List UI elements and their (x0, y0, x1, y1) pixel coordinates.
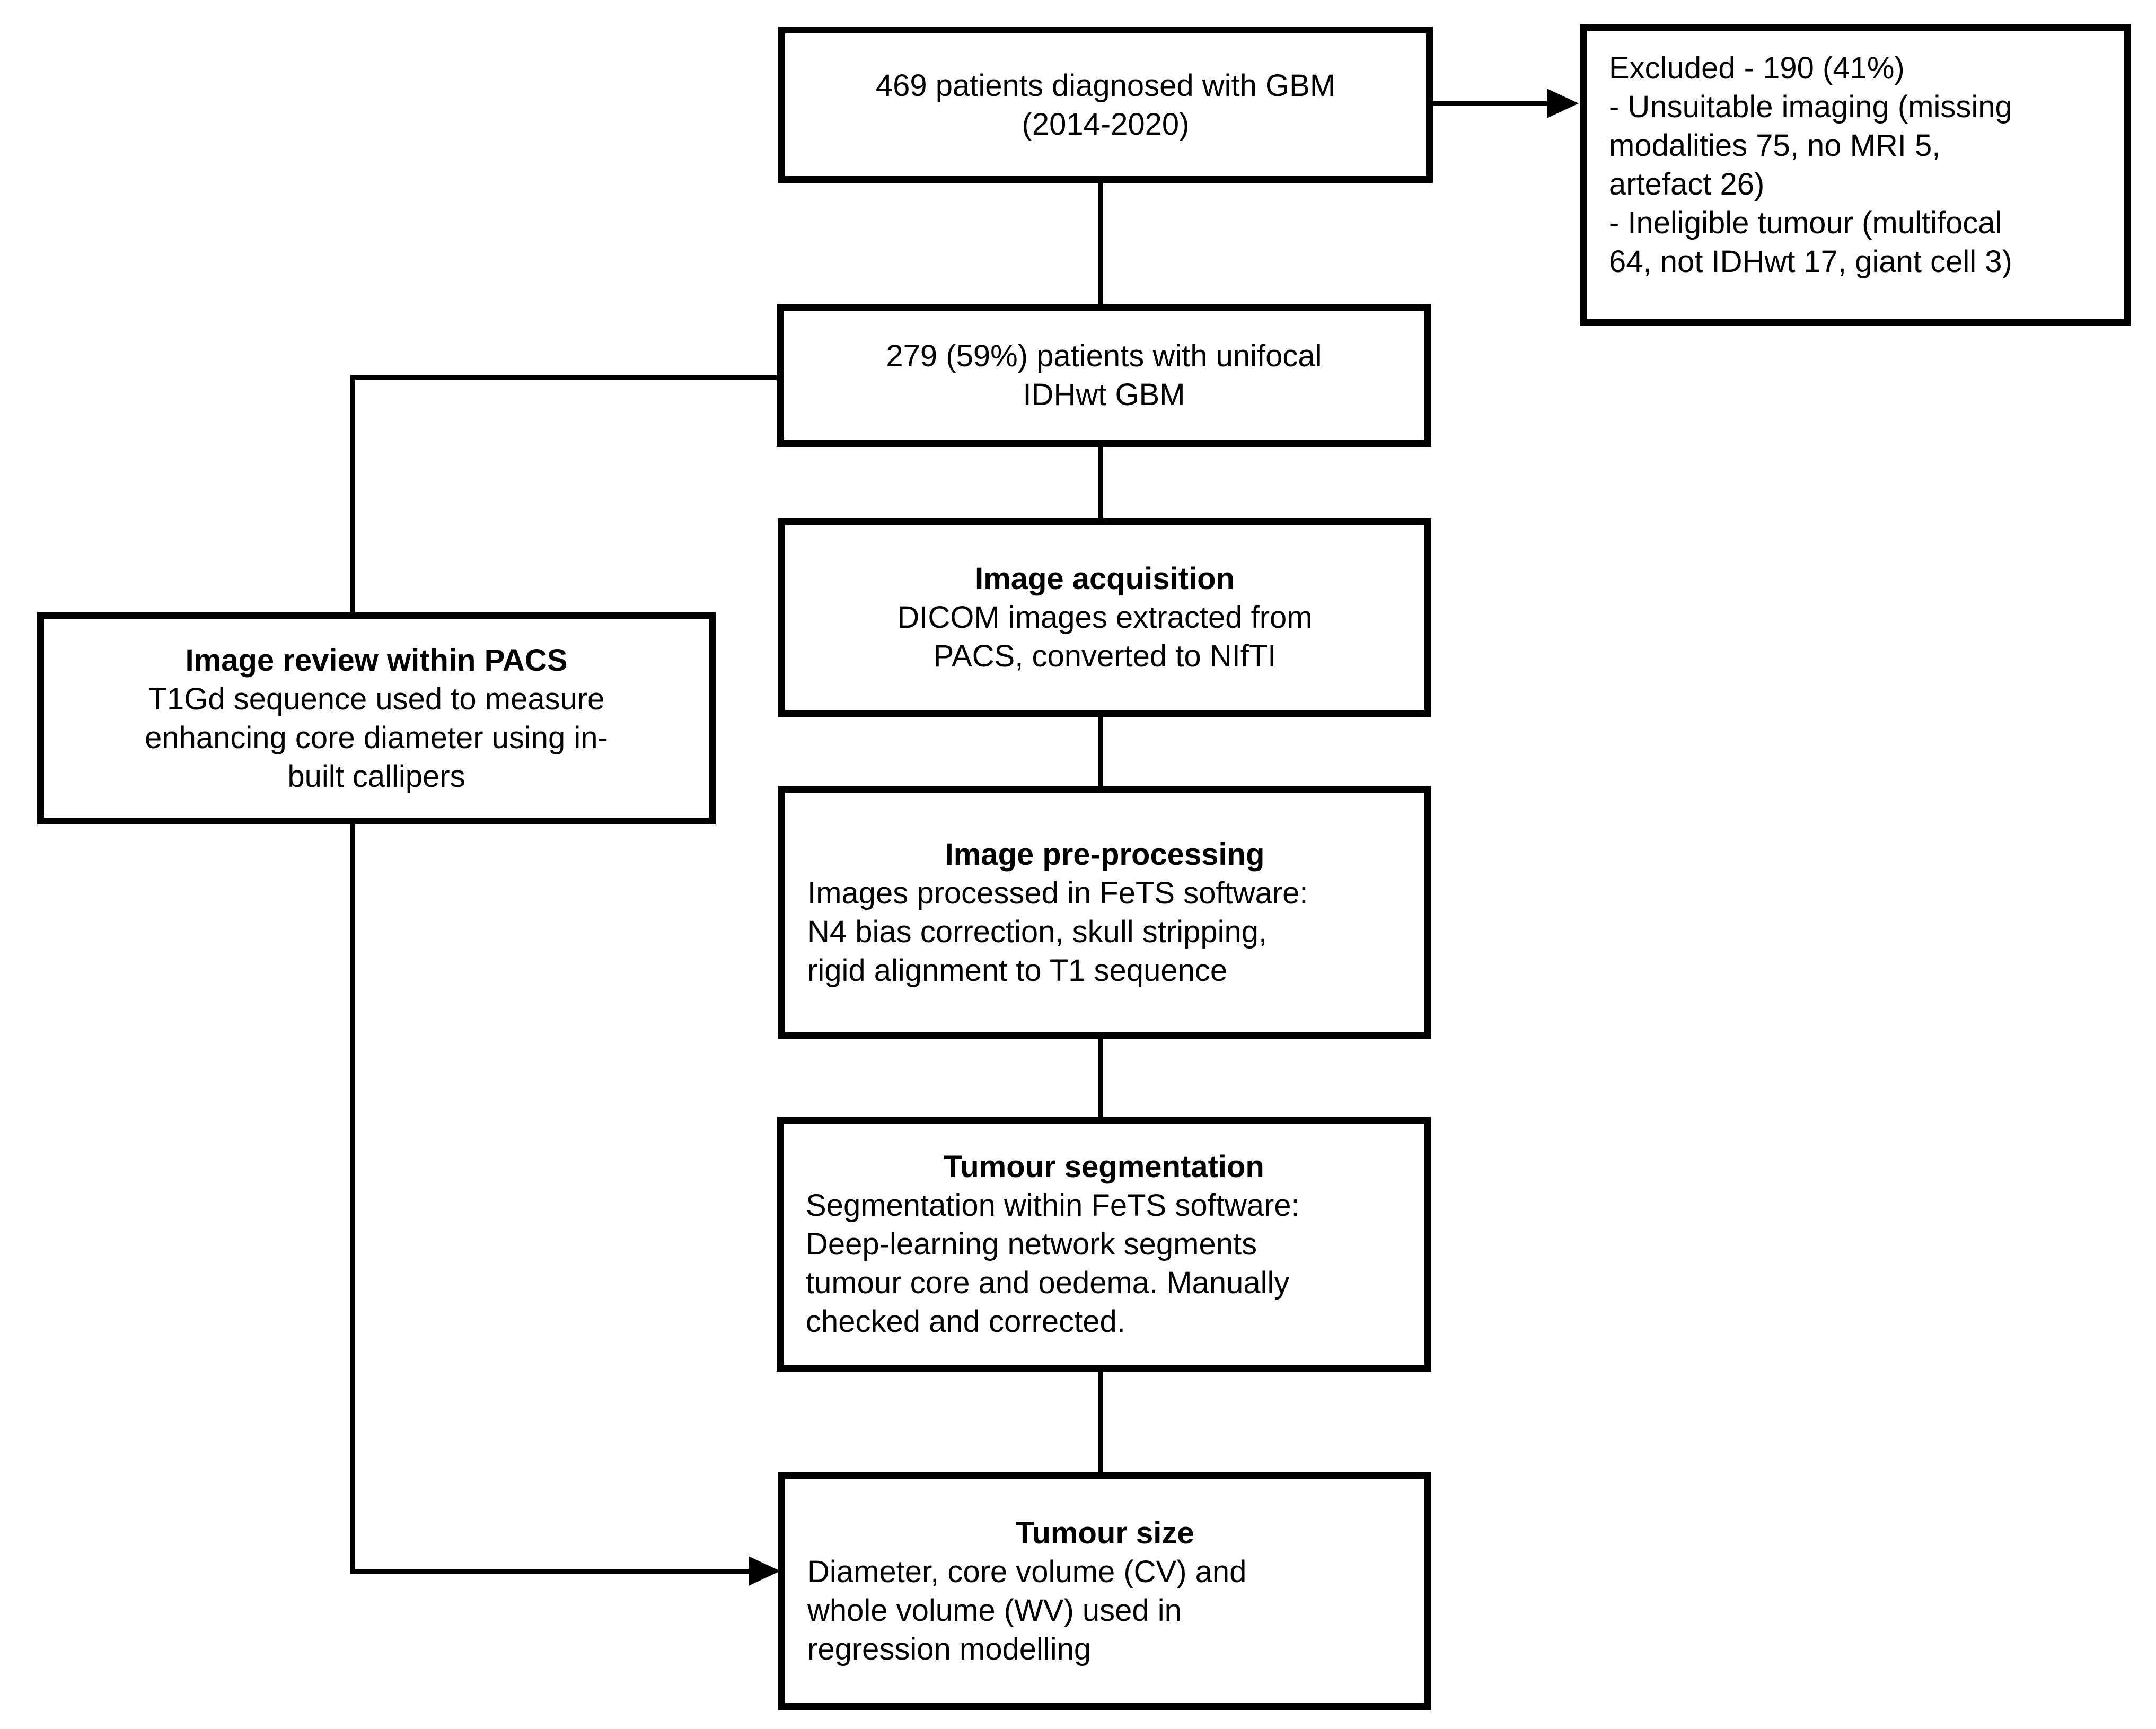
arrowhead-size (749, 1556, 780, 1586)
text-line: N4 bias correction, skull stripping, (807, 915, 1268, 949)
text-line: Images processed in FeTS software: (807, 876, 1308, 910)
text-line: 64, not IDHwt 17, giant cell 3) (1609, 244, 2012, 279)
text-line: Excluded - 190 (41%) (1609, 51, 1905, 85)
node-title: Tumour segmentation (944, 1149, 1264, 1184)
node-segmentation: Tumour segmentation Segmentation within … (777, 1117, 1431, 1372)
connector-start-to-unifocal (1098, 180, 1103, 308)
text-line: 279 (59%) patients with unifocal (886, 339, 1322, 373)
text-line: built callipers (287, 759, 465, 794)
node-acquisition: Image acquisition DICOM images extracted… (778, 518, 1431, 717)
connector-unifocal-to-acquisition (1098, 444, 1103, 522)
arrowhead-excluded (1547, 89, 1579, 118)
text-line: Deep-learning network segments (806, 1227, 1257, 1261)
node-title: Image pre-processing (945, 837, 1265, 872)
text-line: - Unsuitable imaging (missing (1609, 90, 2012, 124)
connector-segmentation-to-size (1098, 1369, 1103, 1475)
text-line: DICOM images extracted from (897, 600, 1313, 635)
node-title: Tumour size (1015, 1515, 1194, 1550)
text-line: artefact 26) (1609, 167, 1765, 201)
text-line: PACS, converted to NIfTI (933, 639, 1277, 673)
node-start: 469 patients diagnosed with GBM (2014-20… (778, 27, 1433, 183)
node-size: Tumour size Diameter, core volume (CV) a… (778, 1472, 1431, 1710)
node-preprocessing: Image pre-processing Images processed in… (778, 786, 1431, 1039)
text-line: whole volume (WV) used in (807, 1593, 1182, 1628)
text-line: rigid alignment to T1 sequence (807, 953, 1228, 988)
connector-unifocal-left-horizontal (350, 375, 780, 380)
text-line: Diameter, core volume (CV) and (807, 1554, 1247, 1589)
text-line: tumour core and oedema. Manually (806, 1266, 1290, 1300)
text-line: T1Gd sequence used to measure (148, 682, 605, 716)
node-title: Image review within PACS (185, 643, 568, 678)
text-line: checked and corrected. (806, 1304, 1125, 1339)
text-line: enhancing core diameter using in- (145, 721, 608, 755)
node-excluded: Excluded - 190 (41%) - Unsuitable imagin… (1580, 24, 2131, 326)
node-review: Image review within PACS T1Gd sequence u… (37, 612, 716, 824)
text-line: IDHwt GBM (1023, 378, 1185, 412)
text-line: - Ineligible tumour (multifocal (1609, 206, 2002, 240)
text-line: (2014-2020) (1022, 107, 1190, 142)
node-unifocal: 279 (59%) patients with unifocal IDHwt G… (777, 304, 1431, 447)
connector-start-to-excluded (1431, 101, 1553, 106)
text-line: Segmentation within FeTS software: (806, 1188, 1300, 1223)
text-line: modalities 75, no MRI 5, (1609, 128, 1941, 163)
connector-left-to-size-horizontal (350, 1569, 754, 1574)
connector-acquisition-to-preprocessing (1098, 714, 1103, 789)
text-line: regression modelling (807, 1631, 1092, 1666)
connector-preprocessing-to-segmentation (1098, 1037, 1103, 1120)
text-line: 469 patients diagnosed with GBM (875, 68, 1336, 103)
node-title: Image acquisition (975, 561, 1235, 596)
connector-left-vertical (350, 375, 355, 1574)
